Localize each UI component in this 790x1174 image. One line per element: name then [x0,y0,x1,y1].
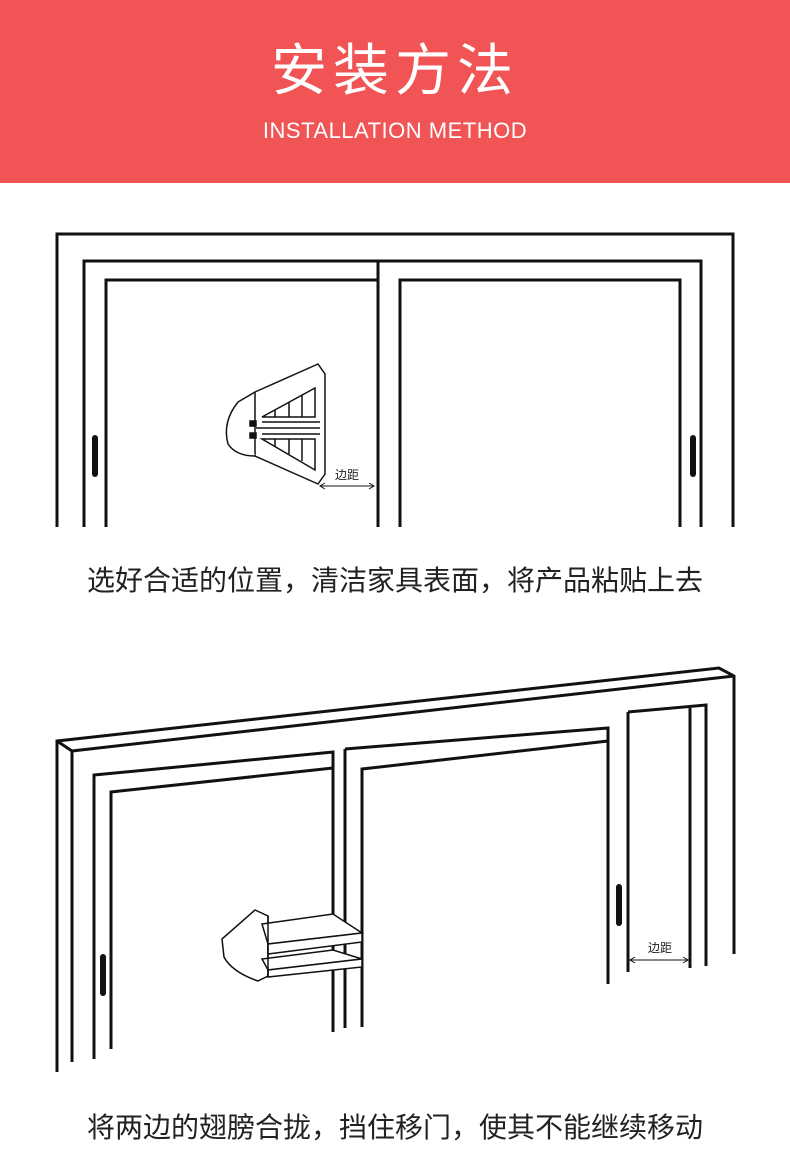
right-door-handle [690,435,696,477]
left-door-inner-2 [109,766,334,1049]
left-door-handle [92,435,98,477]
right-door-outer-2 [344,726,610,984]
right-door-outer [378,259,703,527]
outer-frame-depth [56,739,74,1062]
page-subtitle: INSTALLATION METHOD [262,118,528,143]
installation-diagram-front-view: 边距 [55,232,735,527]
clearance-label: 边距 [335,468,359,482]
step1-caption: 选好合适的位置，清洁家具表面，将产品粘贴上去 [86,564,703,597]
door-lock-product-closed [221,909,365,982]
step2-caption: 将两边的翅膀合拢，挡住移门，使其不能继续移动 [86,1111,703,1144]
left-door-outer [82,259,380,527]
right-door-inner [398,278,682,527]
clearance-dimension-2 [629,956,689,964]
right-door-inner-2 [360,739,609,1027]
door-lock-product [225,363,326,485]
outer-frame-2 [55,666,736,1072]
clearance-label-2: 边距 [648,941,672,955]
right-door-handle-2 [616,884,622,926]
page-title: 安装方法 [271,39,519,104]
left-door-handle-2 [100,954,106,996]
header-banner: 安装方法 INSTALLATION METHOD [0,0,790,183]
left-door-outer-2 [92,750,335,1059]
left-door-inner [104,278,378,527]
outer-frame [55,232,735,527]
installation-diagram-perspective-view: 边距 [55,666,736,1072]
clearance-dimension [319,482,375,490]
